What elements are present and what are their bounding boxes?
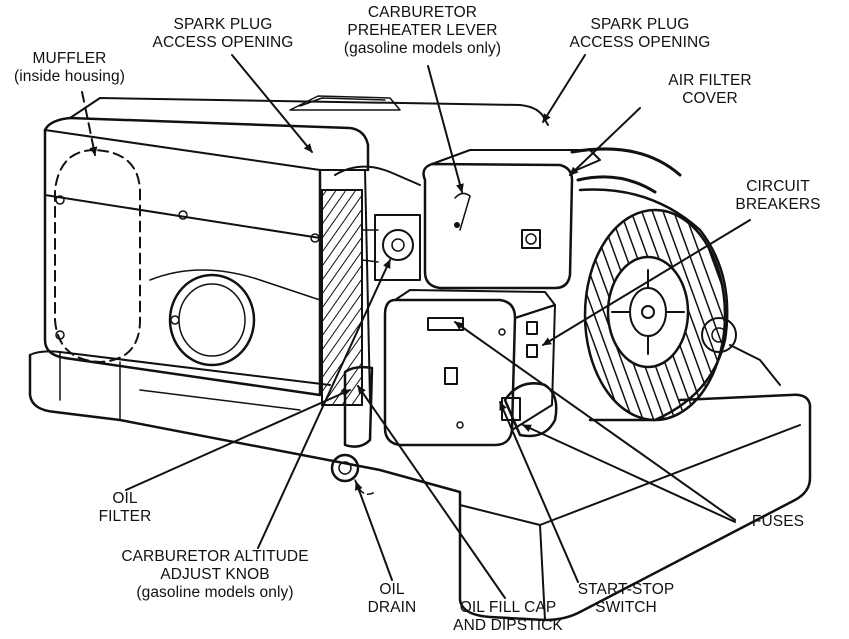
leader-spark-plug-right <box>542 54 586 123</box>
leader-muffler <box>81 91 98 156</box>
leader-spark-plug-left <box>231 54 313 153</box>
leader-fuses-a <box>454 321 736 521</box>
leader-lines <box>81 54 751 599</box>
leader-oil-fill <box>357 385 506 599</box>
generator-end <box>578 188 781 422</box>
leader-start-stop <box>499 401 579 583</box>
air-filter-housing <box>334 147 682 290</box>
leader-oil-drain <box>355 481 393 581</box>
leader-oil-filter <box>125 389 351 491</box>
generator-housing <box>43 95 549 397</box>
base-frame <box>28 350 812 622</box>
label-muffler: MUFFLER(inside housing) <box>13 50 126 85</box>
leader-circuit-breakers <box>542 219 751 346</box>
muffler-outline <box>54 149 141 363</box>
label-fuses: FUSES <box>751 513 805 530</box>
leader-air-filter <box>569 107 641 176</box>
carburetor <box>361 214 421 281</box>
side-cover <box>139 269 321 411</box>
leader-carb-altitude <box>257 259 391 549</box>
leader-carb-preheater <box>427 65 464 193</box>
control-box <box>383 289 556 447</box>
leader-fuses-b <box>522 424 736 523</box>
cooling-fins <box>321 169 371 406</box>
